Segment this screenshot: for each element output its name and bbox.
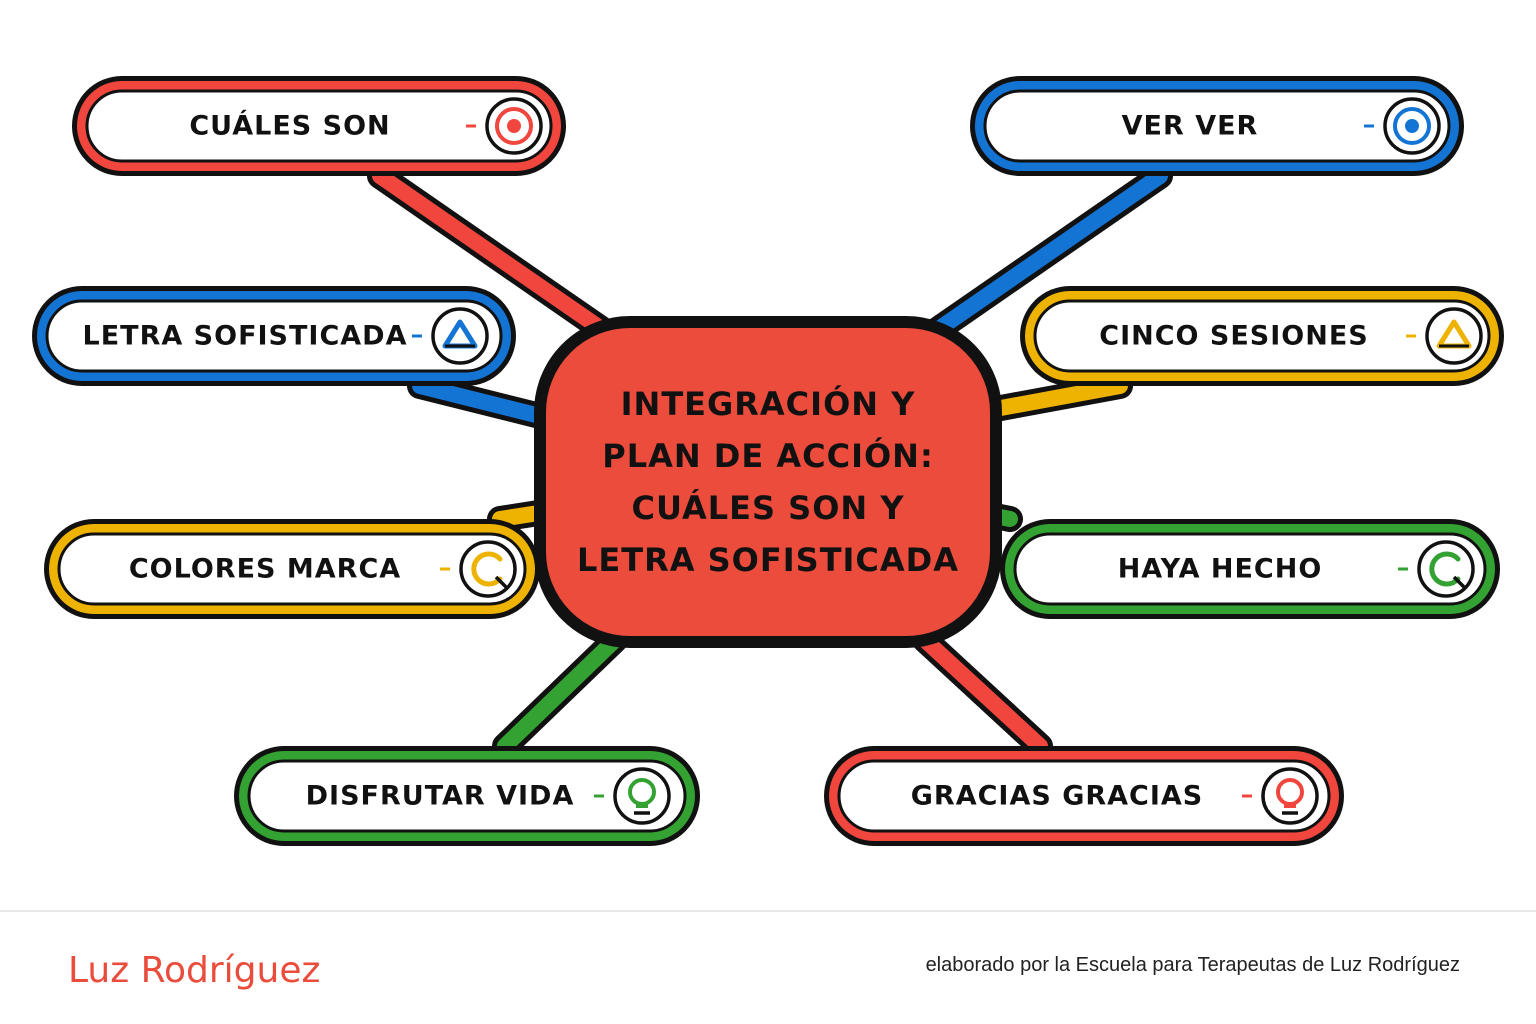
letter-c-icon: [440, 540, 517, 598]
node-3: [32, 286, 516, 386]
central-topic-box: [534, 316, 1002, 648]
node-2: [970, 76, 1464, 176]
node-box: [85, 89, 553, 163]
node-box: [247, 759, 687, 833]
connector-7: [497, 632, 623, 754]
connector-2: [922, 168, 1168, 343]
footer-divider: [0, 910, 1536, 912]
node-box: [57, 532, 527, 606]
node-6: [1000, 519, 1500, 619]
node-label-4: CINCO SESIONES: [1099, 320, 1369, 352]
target-icon: [466, 97, 543, 155]
node-box: [1013, 532, 1487, 606]
node-label-2: VER VER: [1121, 110, 1259, 142]
connector-4: [982, 378, 1128, 418]
node-label-1: CUÁLES SON: [189, 110, 391, 142]
node-label-3: LETRA SOFISTICADA: [82, 320, 408, 352]
central-topic-line-4: LETRA SOFISTICADA: [577, 541, 959, 579]
node-label-5: COLORES MARCA: [128, 553, 402, 585]
footer-credit: elaborado por la Escuela para Terapeutas…: [925, 954, 1460, 976]
node-box: [45, 299, 503, 373]
node-label-6: HAYA HECHO: [1117, 553, 1323, 585]
node-5: [44, 519, 540, 619]
triangle-icon: [412, 307, 489, 365]
node-box: [837, 759, 1331, 833]
central-topic-line-2: PLAN DE ACCIÓN:: [602, 437, 934, 475]
node-1: [72, 76, 566, 176]
lightbulb-icon: [1242, 767, 1319, 825]
connector-3: [412, 378, 556, 426]
central-topic-line-1: INTEGRACIÓN Y: [620, 385, 916, 423]
node-label-8: GRACIAS GRACIAS: [910, 780, 1204, 812]
central-topic-text: INTEGRACIÓN Y PLAN DE ACCIÓN: CUÁLES SON…: [568, 378, 968, 586]
node-box: [983, 89, 1451, 163]
node-8: [824, 746, 1344, 846]
letter-c-icon: [1398, 540, 1475, 598]
node-4: [1020, 286, 1504, 386]
node-box: [1033, 299, 1491, 373]
node-label-7: DISFRUTAR VIDA: [305, 780, 575, 812]
central-topic-line-3: CUÁLES SON Y: [631, 489, 905, 527]
lightbulb-icon: [594, 767, 671, 825]
node-7: [234, 746, 700, 846]
triangle-icon: [1406, 307, 1483, 365]
connector-1: [372, 168, 618, 343]
footer-author: Luz Rodríguez: [68, 950, 321, 991]
target-icon: [1364, 97, 1441, 155]
connector-8: [917, 632, 1048, 754]
